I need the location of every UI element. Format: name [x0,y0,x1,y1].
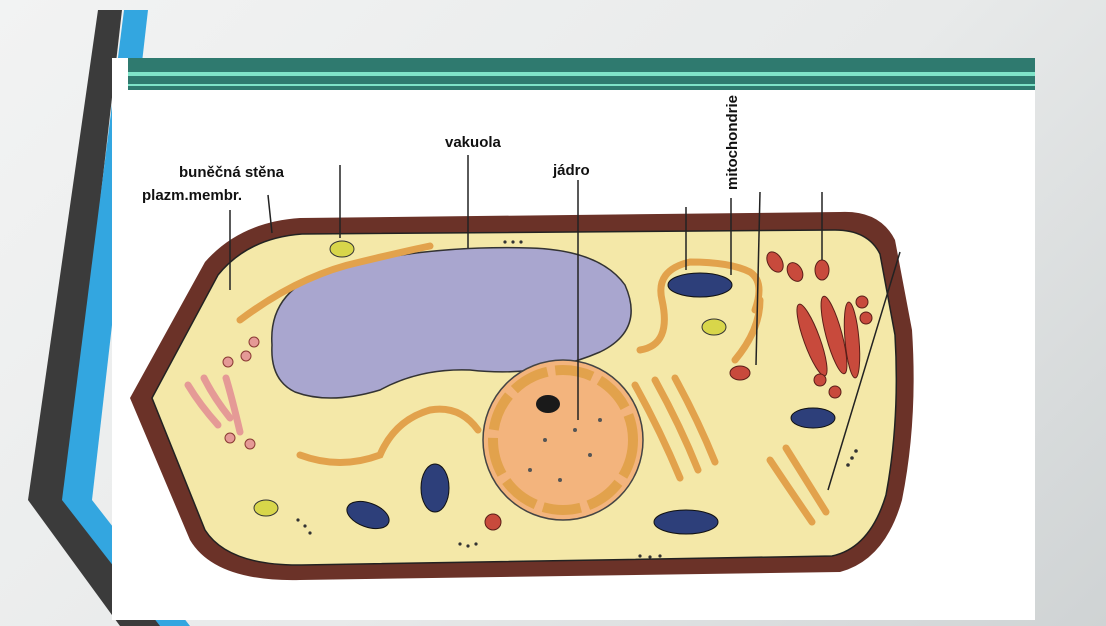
label-plasma-membrane: plazm.membr. [142,187,242,204]
label-vacuole: vakuola [445,134,502,151]
label-cell-wall: buněčná stěna [179,164,285,181]
label-mitochondria: mitochondrie [724,95,741,190]
label-nucleus: jádro [552,162,590,179]
nucleus [483,360,643,520]
slide-top-band [128,58,1035,90]
